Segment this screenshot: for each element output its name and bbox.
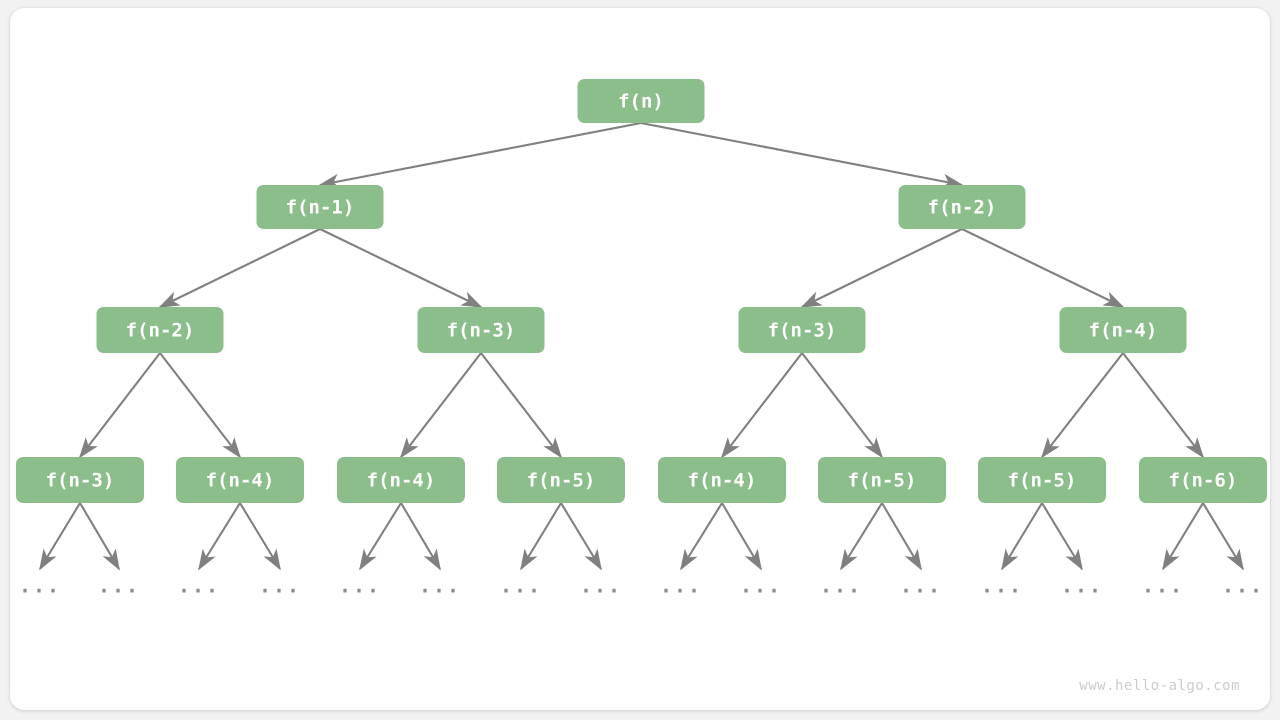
tree-node-label: f(n)	[618, 91, 664, 113]
tree-node[interactable]: f(n-3)	[738, 307, 866, 353]
tree-edge	[239, 502, 281, 571]
ellipses-layer: ........................................…	[19, 574, 1264, 598]
tree-edge	[520, 502, 562, 571]
tree-node-label: f(n-2)	[126, 320, 195, 342]
tree-node[interactable]: f(n-4)	[658, 457, 786, 503]
tree-node-box	[176, 457, 304, 503]
tree-node[interactable]: f(n)	[577, 79, 705, 123]
tree-node-label: f(n-5)	[527, 470, 596, 492]
tree-ellipsis: ...	[981, 574, 1023, 598]
tree-node-label: f(n-5)	[848, 470, 917, 492]
tree-ellipsis: ...	[1061, 574, 1103, 598]
tree-node[interactable]: f(n-5)	[818, 457, 946, 503]
tree-edge	[1041, 502, 1083, 571]
diagram-card	[10, 8, 1270, 710]
tree-ellipsis: ...	[740, 574, 782, 598]
tree-node-box	[96, 307, 224, 353]
tree-node-box	[658, 457, 786, 503]
tree-edge	[159, 352, 242, 459]
tree-edge	[1162, 502, 1204, 571]
tree-edge	[319, 228, 483, 308]
tree-ellipsis: ...	[820, 574, 862, 598]
tree-edge	[78, 352, 161, 459]
tree-node-box	[1139, 457, 1267, 503]
tree-node-label: f(n-3)	[447, 320, 516, 342]
tree-edge	[400, 502, 441, 571]
tree-node-box	[256, 185, 384, 229]
tree-node[interactable]: f(n-5)	[497, 457, 625, 503]
tree-node[interactable]: f(n-2)	[898, 185, 1026, 229]
tree-ellipsis: ...	[900, 574, 942, 598]
tree-node-label: f(n-6)	[1169, 470, 1238, 492]
tree-edge	[198, 502, 241, 571]
tree-ellipsis: ...	[660, 574, 702, 598]
tree-node-label: f(n-3)	[768, 320, 837, 342]
tree-node-box	[417, 307, 545, 353]
tree-edge	[359, 502, 402, 571]
edges-layer	[39, 121, 1244, 571]
tree-node-label: f(n-3)	[46, 470, 115, 492]
tree-node-label: f(n-4)	[206, 470, 275, 492]
tree-edge	[158, 228, 321, 308]
tree-node[interactable]: f(n-4)	[1059, 307, 1187, 353]
tree-node-box	[738, 307, 866, 353]
tree-edge	[1202, 502, 1244, 571]
tree-node-label: f(n-5)	[1008, 470, 1077, 492]
tree-edge	[721, 502, 762, 571]
tree-node-label: f(n-4)	[688, 470, 757, 492]
tree-node-box	[337, 457, 465, 503]
tree-edge	[640, 121, 964, 189]
tree-edge	[1001, 502, 1043, 571]
tree-edge	[800, 228, 963, 308]
tree-edge	[840, 502, 883, 571]
tree-node-box	[898, 185, 1026, 229]
tree-node[interactable]: f(n-3)	[417, 307, 545, 353]
tree-ellipsis: ...	[1222, 574, 1264, 598]
tree-ellipsis: ...	[1142, 574, 1184, 598]
tree-ellipsis: ...	[178, 574, 220, 598]
tree-node-label: f(n-1)	[286, 197, 355, 219]
nodes-layer: f(n) f(n-1) f(n-2) f(n-2) f(n-3) f(n-3) f(n-4)…	[16, 79, 1267, 503]
tree-edge	[801, 352, 884, 459]
tree-ellipsis: ...	[19, 574, 61, 598]
tree-ellipsis: ...	[98, 574, 140, 598]
tree-node-box	[16, 457, 144, 503]
tree-edge	[961, 228, 1125, 308]
tree-edge	[560, 502, 602, 571]
tree-edge	[720, 352, 803, 459]
tree-edge	[318, 121, 642, 189]
tree-node[interactable]: f(n-4)	[337, 457, 465, 503]
tree-ellipsis: ...	[339, 574, 381, 598]
tree-node[interactable]: f(n-4)	[176, 457, 304, 503]
tree-node[interactable]: f(n-1)	[256, 185, 384, 229]
tree-ellipsis: ...	[500, 574, 542, 598]
tree-node[interactable]: f(n-6)	[1139, 457, 1267, 503]
tree-ellipsis: ...	[419, 574, 461, 598]
tree-edge	[39, 502, 81, 571]
tree-ellipsis: ...	[580, 574, 622, 598]
tree-node-box	[577, 79, 705, 123]
tree-node[interactable]: f(n-3)	[16, 457, 144, 503]
tree-ellipsis: ...	[259, 574, 301, 598]
tree-node-box	[978, 457, 1106, 503]
tree-edge	[480, 352, 563, 459]
tree-node-label: f(n-2)	[928, 197, 997, 219]
tree-node[interactable]: f(n-2)	[96, 307, 224, 353]
tree-edge	[1040, 352, 1124, 459]
tree-node-label: f(n-4)	[367, 470, 436, 492]
tree-node-box	[818, 457, 946, 503]
tree-edge	[79, 502, 120, 571]
tree-node[interactable]: f(n-5)	[978, 457, 1106, 503]
tree-node-box	[497, 457, 625, 503]
tree-edge	[1122, 352, 1205, 459]
tree-edge	[680, 502, 723, 571]
tree-node-box	[1059, 307, 1187, 353]
watermark: www.hello-algo.com	[1079, 678, 1240, 694]
tree-edge	[881, 502, 922, 571]
tree-edge	[399, 352, 482, 459]
tree-node-label: f(n-4)	[1089, 320, 1158, 342]
